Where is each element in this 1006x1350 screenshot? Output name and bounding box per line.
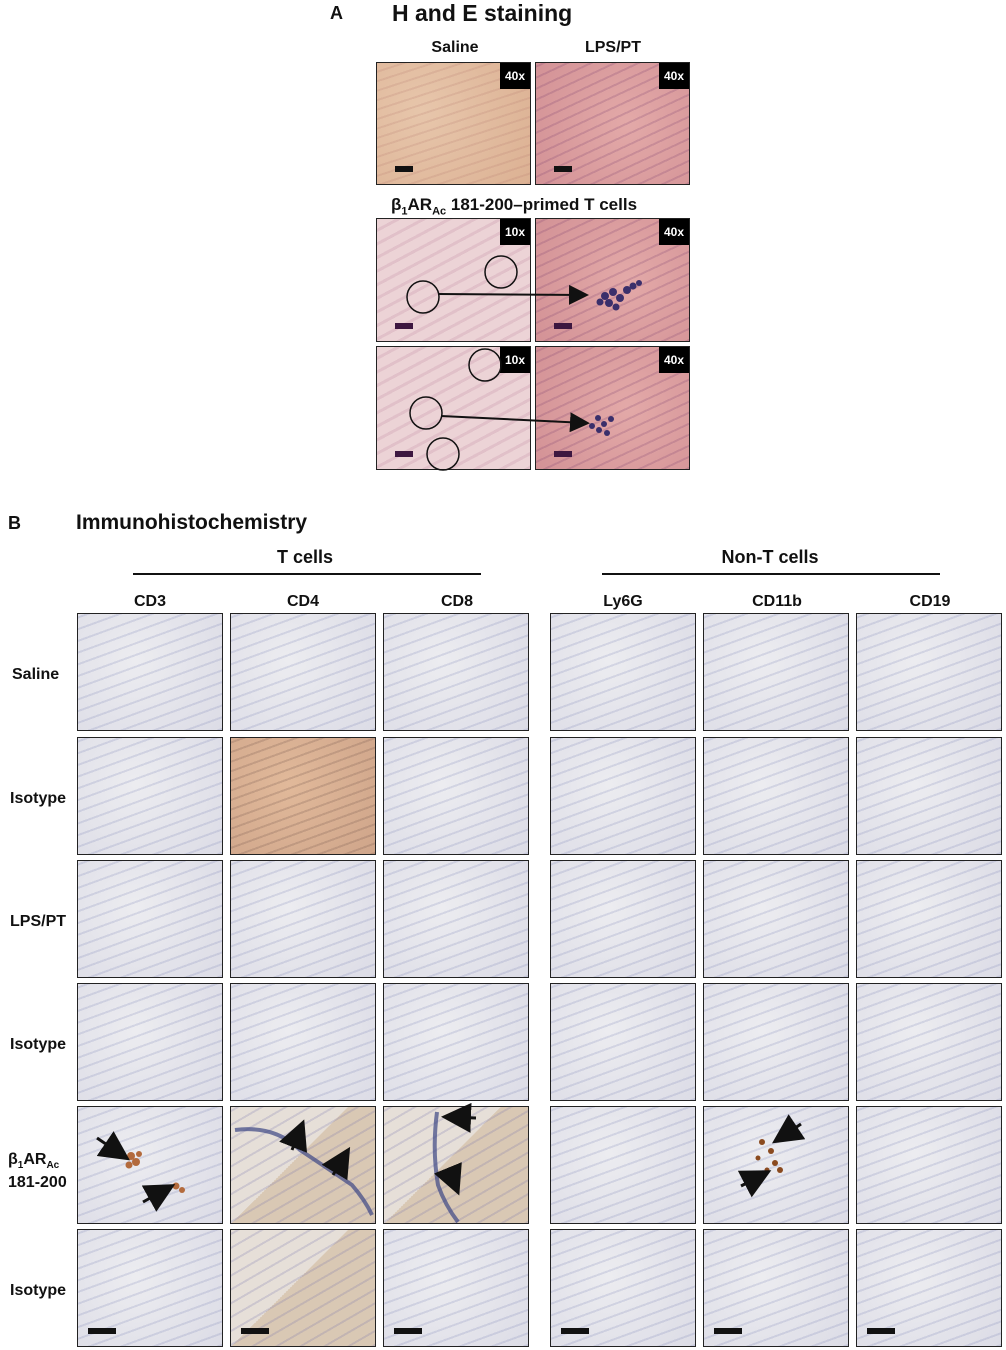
group-label-t-cells: T cells [276, 547, 334, 567]
scale-bar-icon [554, 451, 572, 457]
ihc-isotype3-ly6g [550, 1229, 696, 1347]
scale-bar-icon [561, 1328, 589, 1334]
scale-bar-icon [395, 166, 413, 172]
row-label-isotype-1: Isotype [10, 790, 67, 807]
ihc-saline-cd3 [77, 613, 223, 731]
ihc-isotype2-cd3 [77, 983, 223, 1101]
scale-bar-icon [554, 323, 572, 329]
ihc-isotype1-cd8 [383, 737, 529, 855]
ihc-isotype3-cd4 [230, 1229, 376, 1347]
he-primed-40x-image-1: 40x [535, 218, 690, 342]
scale-bar-icon [88, 1328, 116, 1334]
scale-bar-icon [867, 1328, 895, 1334]
magnification-badge: 40x [499, 63, 530, 89]
primed-title-sub1: 1 [401, 205, 408, 218]
ihc-isotype3-cd3 [77, 1229, 223, 1347]
ihc-isotype2-cd19 [856, 983, 1002, 1101]
ihc-isotype1-cd4 [230, 737, 376, 855]
magnification-badge: 10x [499, 347, 530, 373]
panel-b-letter: B [8, 513, 21, 533]
col-label-saline: Saline [431, 39, 479, 56]
scale-bar-icon [714, 1328, 742, 1334]
ihc-lps-cd3 [77, 860, 223, 978]
group-rule-t-cells [133, 573, 481, 575]
scale-bar-icon [394, 1328, 422, 1334]
panel-a-letter: A [330, 3, 343, 23]
col-label-cd11b: CD11b [752, 593, 802, 610]
primed-title-ar: AR [407, 195, 433, 214]
col-label-cd3: CD3 [133, 593, 166, 610]
row5-sub2: Ac [46, 1160, 60, 1172]
ihc-isotype3-cd11b [703, 1229, 849, 1347]
col-label-ly6g: Ly6G [603, 593, 643, 610]
col-label-lps-pt: LPS/PT [584, 39, 641, 56]
scale-bar-icon [554, 166, 572, 172]
he-primed-10x-image-1: 10x [376, 218, 531, 342]
ihc-beta1ar-ly6g [550, 1106, 696, 1224]
ihc-lps-cd4 [230, 860, 376, 978]
magnification-badge: 40x [658, 63, 689, 89]
ihc-isotype2-cd11b [703, 983, 849, 1101]
panel-b-title: Immunohistochemistry [76, 511, 308, 534]
primed-title-rest: 181-200–primed T cells [446, 195, 638, 214]
primed-title-sub2: Ac [432, 205, 447, 218]
group-rule-non-t-cells [602, 573, 940, 575]
col-label-cd8: CD8 [440, 593, 473, 610]
row-label-saline: Saline [12, 666, 60, 683]
ihc-isotype1-ly6g [550, 737, 696, 855]
ihc-saline-cd4 [230, 613, 376, 731]
ihc-lps-cd11b [703, 860, 849, 978]
magnification-badge: 40x [658, 219, 689, 245]
magnification-badge: 40x [658, 347, 689, 373]
row-label-lps-pt: LPS/PT [10, 913, 67, 930]
ihc-isotype2-cd8 [383, 983, 529, 1101]
row5-ar: AR [23, 1151, 47, 1168]
ihc-isotype3-cd19 [856, 1229, 1002, 1347]
row-label-isotype-3: Isotype [10, 1282, 67, 1299]
ihc-beta1ar-cd4 [230, 1106, 376, 1224]
he-primed-10x-image-2: 10x [376, 346, 531, 470]
he-lps-pt-40x-image: 40x [535, 62, 690, 185]
ihc-isotype1-cd3 [77, 737, 223, 855]
primed-t-cells-title: β1ARAc 181-200–primed T cells [391, 196, 637, 217]
row-label-beta1ar: β1ARAc 181-200 [8, 1150, 67, 1193]
ihc-beta1ar-cd11b [703, 1106, 849, 1224]
col-label-cd19: CD19 [909, 593, 951, 610]
panel-a-title: H and E staining [392, 0, 573, 26]
scale-bar-icon [241, 1328, 269, 1334]
ihc-isotype2-cd4 [230, 983, 376, 1101]
ihc-isotype3-cd8 [383, 1229, 529, 1347]
ihc-beta1ar-cd8 [383, 1106, 529, 1224]
ihc-saline-cd8 [383, 613, 529, 731]
group-label-non-t-cells: Non-T cells [721, 547, 819, 567]
row-label-isotype-2: Isotype [10, 1036, 67, 1053]
primed-title-beta: β [391, 195, 402, 214]
row5-beta: β [8, 1151, 18, 1168]
ihc-isotype1-cd19 [856, 737, 1002, 855]
he-primed-40x-image-2: 40x [535, 346, 690, 470]
ihc-saline-cd19 [856, 613, 1002, 731]
col-label-cd4: CD4 [286, 593, 319, 610]
ihc-lps-cd8 [383, 860, 529, 978]
ihc-isotype2-ly6g [550, 983, 696, 1101]
ihc-beta1ar-cd19 [856, 1106, 1002, 1224]
ihc-beta1ar-cd3 [77, 1106, 223, 1224]
ihc-saline-ly6g [550, 613, 696, 731]
ihc-isotype1-cd11b [703, 737, 849, 855]
row5-line2: 181-200 [8, 1173, 67, 1191]
magnification-badge: 10x [499, 219, 530, 245]
ihc-saline-cd11b [703, 613, 849, 731]
he-saline-40x-image: 40x [376, 62, 531, 185]
row5-sub1: 1 [17, 1160, 24, 1172]
scale-bar-icon [395, 451, 413, 457]
ihc-lps-cd19 [856, 860, 1002, 978]
scale-bar-icon [395, 323, 413, 329]
ihc-lps-ly6g [550, 860, 696, 978]
